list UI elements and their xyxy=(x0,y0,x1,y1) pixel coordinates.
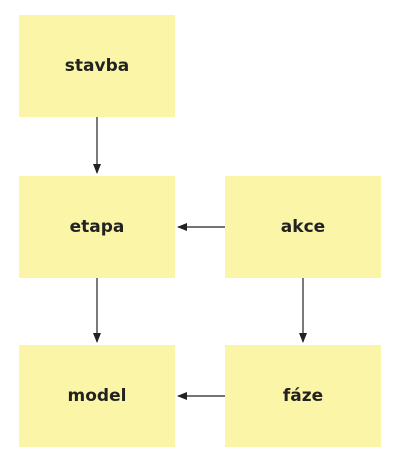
node-etapa: etapa xyxy=(19,176,175,278)
node-stavba: stavba xyxy=(19,15,175,117)
node-label-stavba: stavba xyxy=(64,56,130,76)
node-label-akce: akce xyxy=(280,217,326,237)
node-label-faze: fáze xyxy=(282,386,324,406)
node-label-model: model xyxy=(67,386,127,406)
node-faze: fáze xyxy=(225,345,381,447)
node-akce: akce xyxy=(225,176,381,278)
node-label-etapa: etapa xyxy=(69,217,125,237)
node-model: model xyxy=(19,345,175,447)
